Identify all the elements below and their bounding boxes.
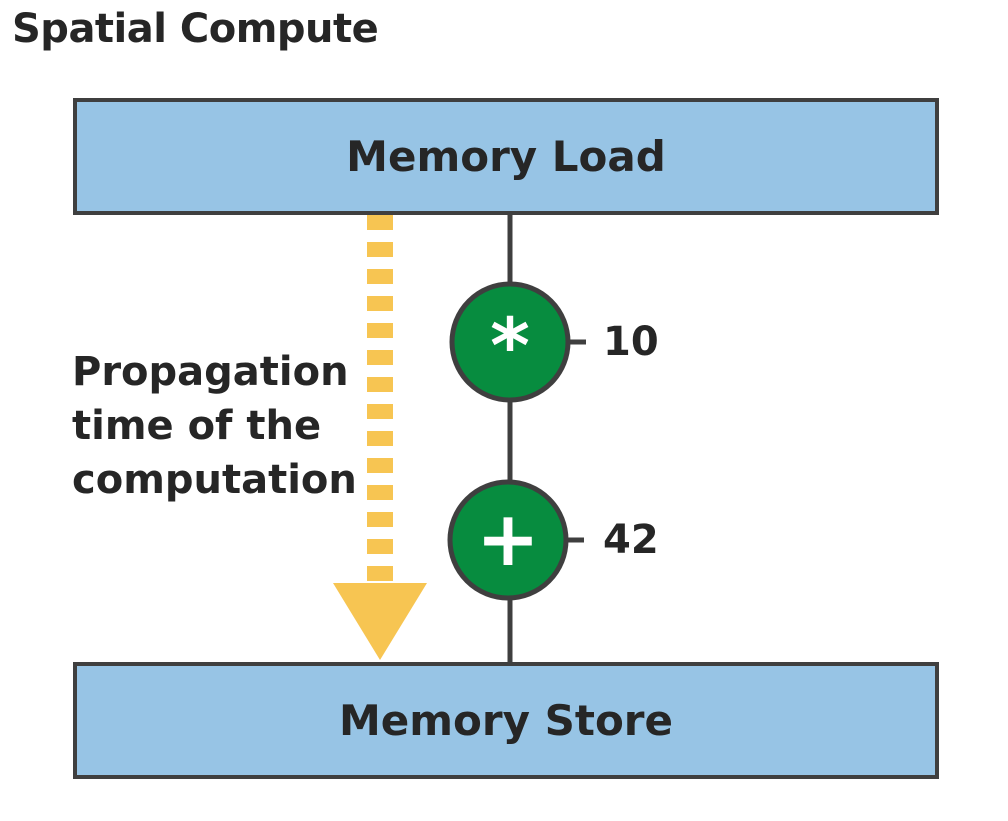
- page-title: Spatial Compute: [12, 6, 379, 52]
- multiply-node: *: [449, 281, 571, 403]
- propagation-label: Propagation time of the computation: [72, 345, 357, 507]
- add-operand: 42: [603, 517, 659, 563]
- propagation-label-line: Propagation: [72, 349, 349, 395]
- propagation-arrow-head: [333, 583, 427, 660]
- memory-store-box: Memory Store: [73, 662, 939, 779]
- plus-icon: +: [476, 494, 540, 583]
- propagation-label-line: computation: [72, 457, 357, 503]
- add-node: +: [447, 479, 569, 601]
- memory-load-box: Memory Load: [73, 98, 939, 215]
- multiply-operand: 10: [603, 319, 659, 365]
- memory-load-label: Memory Load: [346, 132, 666, 181]
- memory-store-label: Memory Store: [339, 696, 673, 745]
- propagation-label-line: time of the: [72, 403, 322, 449]
- multiply-icon: *: [490, 301, 530, 390]
